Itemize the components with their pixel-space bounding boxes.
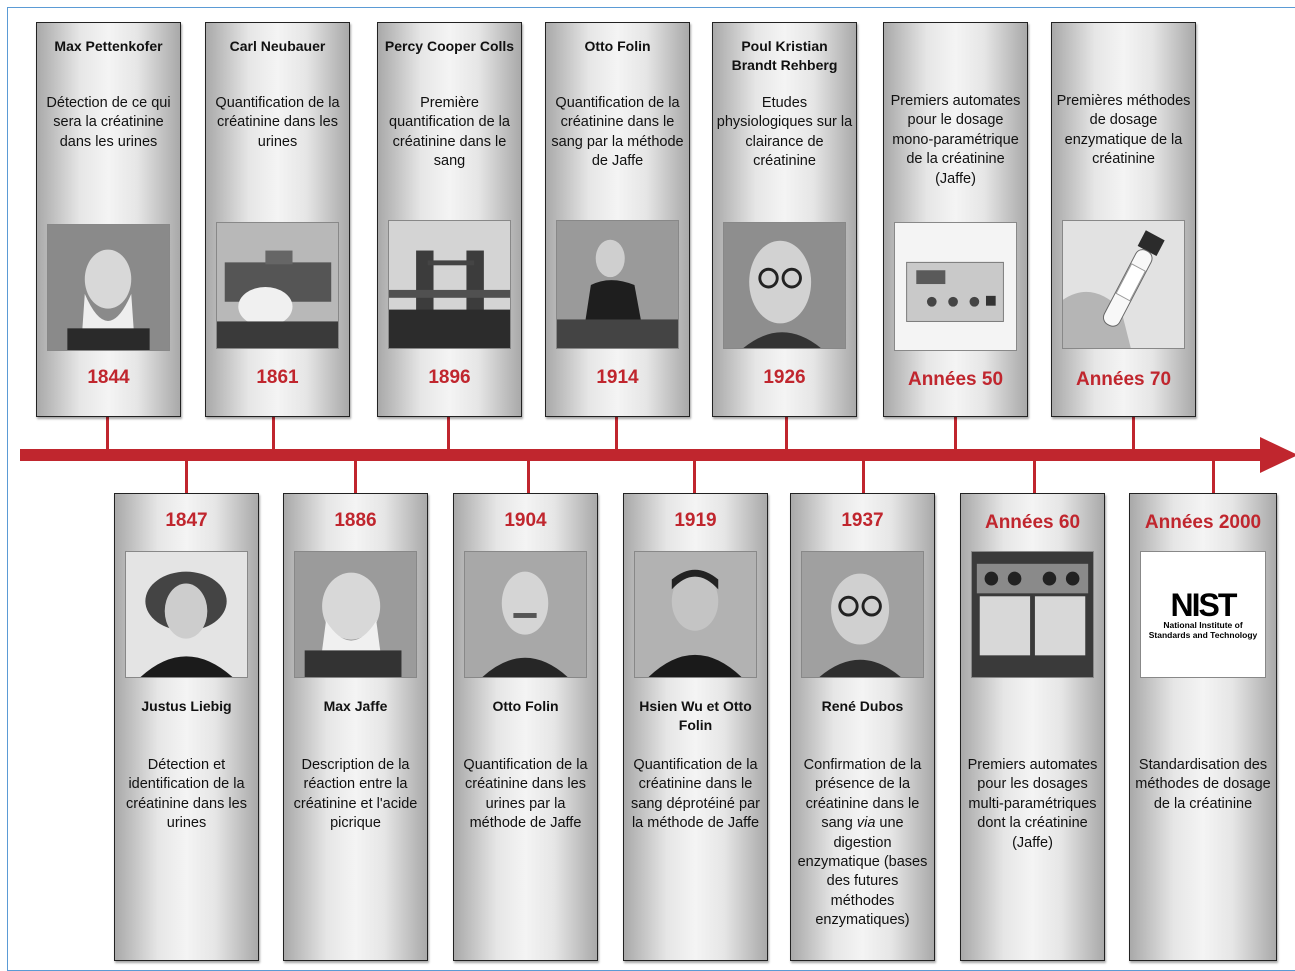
nist-subtitle-line1: National Institute of [1163, 619, 1243, 630]
timeline-card-annees-60: Années 60 Premiers automates pour les do… [960, 493, 1105, 961]
portrait-mustache-photo [464, 551, 587, 678]
card-description: Premiers automates pour le dosage mono-p… [890, 93, 1021, 187]
portrait-asian-man-photo [634, 551, 757, 678]
tick-1844 [106, 416, 109, 452]
tick-annees-70 [1132, 416, 1135, 452]
card-description: Confirmation de la présence de la créati… [794, 756, 931, 931]
card-name: Poul Kristian Brandt Rehberg [731, 38, 838, 73]
card-name: Percy Cooper Colls [384, 38, 515, 54]
timeline-card-annees-50: Premiers automates pour le dosage mono-p… [883, 22, 1028, 417]
tick-1904 [527, 458, 530, 494]
card-description: Détection de ce qui sera la créatinine d… [46, 95, 171, 150]
timeline-card-1914: Otto Folin Quantification de la créatini… [545, 22, 690, 417]
card-year: Années 60 [984, 512, 1081, 533]
timeline-card-1886: 1886 Max Jaffe Description de la réactio… [283, 493, 428, 961]
card-name: Otto Folin [492, 698, 559, 714]
card-description: Standardisation des méthodes de dosage d… [1135, 757, 1271, 812]
building-fountain-photo [216, 222, 339, 349]
card-year: Années 50 [907, 369, 1004, 390]
tick-annees-2000 [1212, 458, 1215, 494]
timeline-card-1937: 1937 René Dubos Confirmation de la prése… [790, 493, 935, 961]
portrait-bearded-man-photo [47, 224, 170, 351]
card-year: 1844 [87, 367, 130, 388]
desc-text-pre: Confirmation de la présence de la créati… [803, 757, 922, 832]
card-name: Carl Neubauer [229, 38, 326, 54]
card-year: 1896 [428, 367, 471, 388]
timeline-axis [20, 449, 1270, 461]
tick-1896 [447, 416, 450, 452]
card-description: Etudes physiologiques sur la clairance d… [716, 95, 853, 170]
tick-1937 [862, 458, 865, 494]
card-description: Quantification de la créatinine dans les… [215, 95, 340, 150]
card-year: 1926 [763, 367, 806, 388]
tick-1914 [615, 416, 618, 452]
card-name: Max Jaffe [323, 698, 388, 714]
card-year: 1937 [841, 510, 884, 531]
tick-annees-50 [954, 416, 957, 452]
timeline-card-1844: Max Pettenkofer Détection de ce qui sera… [36, 22, 181, 417]
man-with-glasses-photo [723, 222, 846, 349]
card-description: Quantification de la créatinine dans les… [463, 757, 588, 832]
card-description: Première quantification de la créatinine… [389, 95, 510, 170]
timeline-card-1919: 1919 Hsien Wu et Otto Folin Quantificati… [623, 493, 768, 961]
card-year: 1847 [165, 510, 208, 531]
tick-1926 [785, 416, 788, 452]
card-year: Années 70 [1075, 369, 1172, 390]
desc-text-post: une digestion enzymatique (bases des fut… [797, 815, 928, 929]
tick-1847 [185, 458, 188, 494]
analyzer-device-photo [894, 222, 1017, 351]
desc-text-em: via [856, 815, 876, 832]
card-year: 1914 [596, 367, 639, 388]
card-year: 1904 [504, 510, 547, 531]
card-description: Premières méthodes de dosage enzymatique… [1056, 93, 1191, 168]
tick-1919 [693, 458, 696, 494]
timeline-card-1847: 1847 Justus Liebig Détection et identifi… [114, 493, 259, 961]
nist-logo-image: NIST National Institute of Standards and… [1140, 551, 1266, 678]
nist-subtitle-line2: Standards and Technology [1148, 629, 1258, 640]
portrait-glasses-older-photo [801, 551, 924, 678]
timeline-card-annees-2000: Années 2000 NIST National Institute of S… [1129, 493, 1277, 961]
card-year: 1919 [674, 510, 717, 531]
portrait-painting-photo [294, 551, 417, 678]
card-year: 1886 [334, 510, 377, 531]
timeline-card-1861: Carl Neubauer Quantification de la créat… [205, 22, 350, 417]
tick-1861 [272, 416, 275, 452]
card-description: Quantification de la créatinine dans le … [631, 757, 760, 832]
tick-annees-60 [1033, 458, 1036, 494]
tick-1886 [354, 458, 357, 494]
card-name: Otto Folin [584, 38, 651, 54]
card-year: 1861 [256, 367, 299, 388]
tower-bridge-photo [388, 220, 511, 349]
card-description: Description de la réaction entre la créa… [293, 757, 418, 832]
card-name: Hsien Wu et Otto Folin [639, 698, 752, 733]
nist-logo: NIST [1170, 586, 1238, 623]
card-name: Justus Liebig [141, 698, 232, 714]
card-name: René Dubos [821, 698, 904, 714]
card-description: Premiers automates pour les dosages mult… [967, 757, 1098, 851]
man-at-desk-photo [556, 220, 679, 349]
test-tube-hand-photo [1062, 220, 1185, 349]
timeline-card-annees-70: Premières méthodes de dosage enzymatique… [1051, 22, 1196, 417]
portrait-curly-hair-photo [125, 551, 248, 678]
multi-analyzer-photo [971, 551, 1094, 678]
timeline-card-1926: Poul Kristian Brandt Rehberg Etudes phys… [712, 22, 857, 417]
card-description: Détection et identification de la créati… [126, 757, 247, 832]
card-name: Max Pettenkofer [54, 38, 163, 54]
timeline-card-1896: Percy Cooper Colls Première quantificati… [377, 22, 522, 417]
card-description: Quantification de la créatinine dans le … [551, 95, 684, 170]
card-year: Années 2000 [1144, 512, 1262, 533]
timeline-arrowhead [1260, 437, 1295, 473]
timeline-card-1904: 1904 Otto Folin Quantification de la cré… [453, 493, 598, 961]
